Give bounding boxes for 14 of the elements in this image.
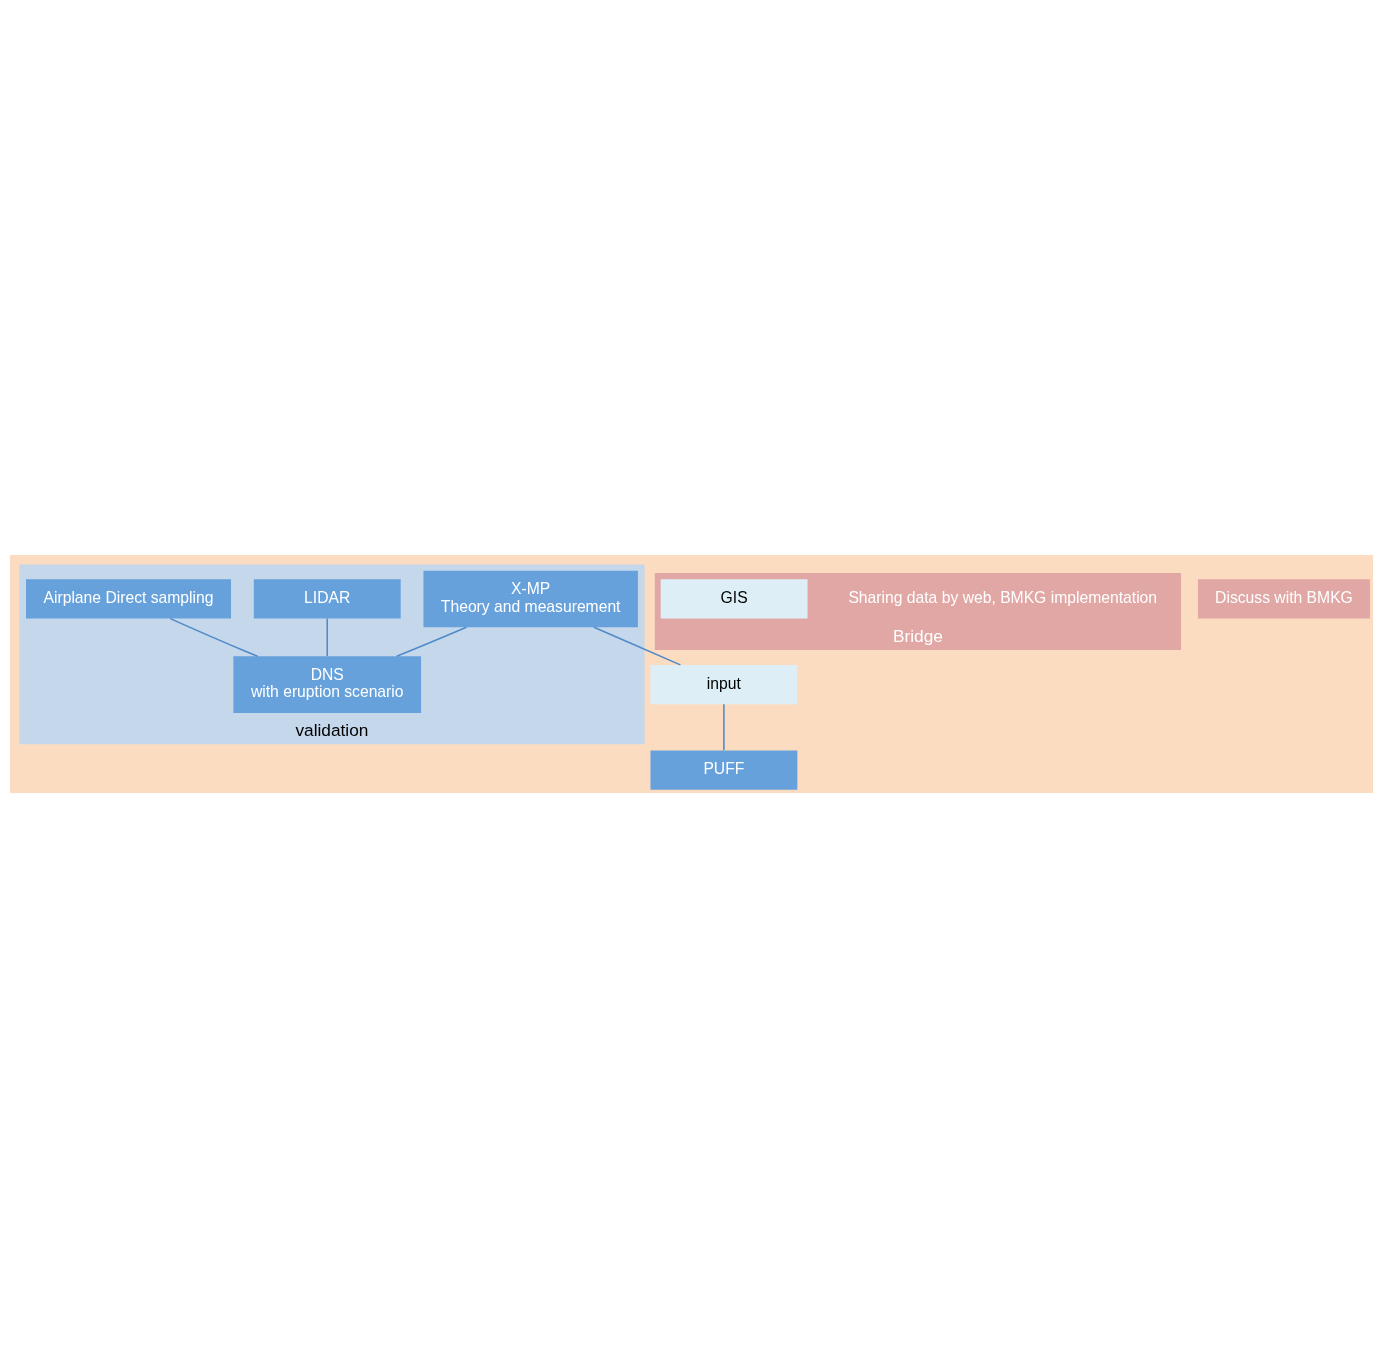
- node-box: Airplane Direct sampling: [26, 578, 231, 619]
- node-box: DNS with eruption scenario: [233, 655, 422, 713]
- connector: [326, 617, 328, 657]
- node-box: PUFF: [650, 750, 798, 790]
- connector: [593, 626, 682, 666]
- node-box: LIDAR: [253, 578, 401, 619]
- node-text: Sharing data by web, BMKG implementation: [848, 588, 1158, 606]
- node-box: Discuss with BMKG: [1197, 578, 1370, 619]
- node-box: input: [650, 664, 798, 704]
- connector: [723, 702, 725, 751]
- connector: [169, 617, 259, 657]
- node-box: GIS: [660, 578, 808, 619]
- connector: [395, 626, 468, 657]
- node-box: X-MP Theory and measurement: [423, 570, 638, 627]
